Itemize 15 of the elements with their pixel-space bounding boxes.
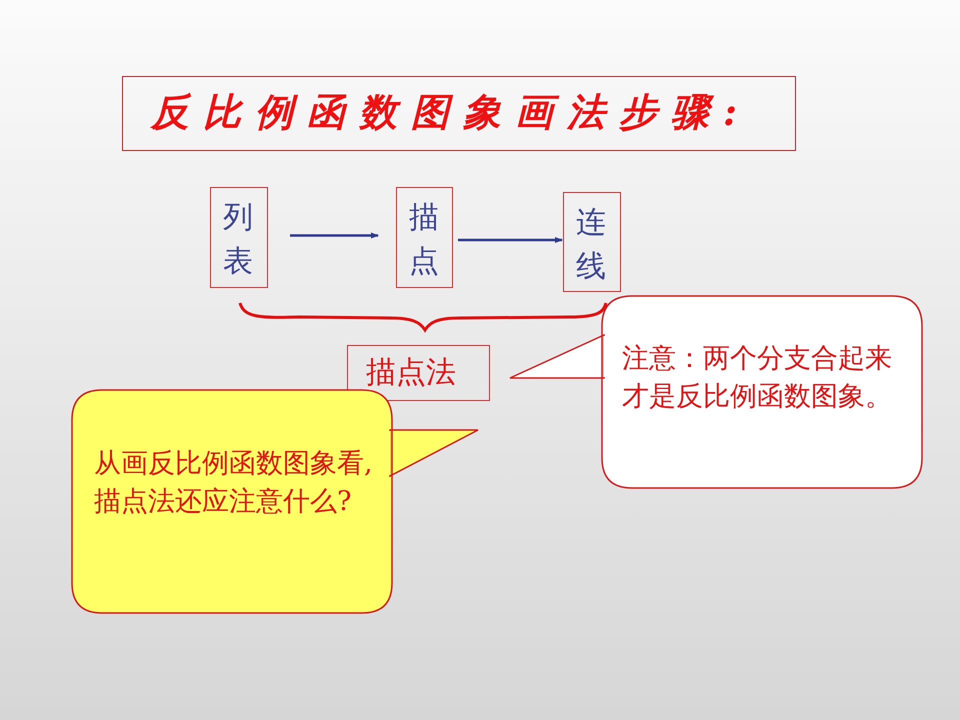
title-text: 反比例函数图象画法步骤:: [151, 89, 752, 135]
callout-text: 注意：两个分支合起来才是反比例函数图象。: [622, 342, 893, 414]
arrow: [458, 237, 563, 243]
title-box: [122, 76, 796, 151]
step-text: 列表: [223, 199, 253, 280]
step-box: [396, 187, 453, 288]
speech-bubble: [72, 390, 478, 613]
step-box: [210, 187, 268, 288]
callout-text: 从画反比例函数图象看, 描点法还应注意什么?: [94, 447, 374, 519]
method-text: 描点法: [366, 355, 456, 391]
speech-bubble: [510, 296, 922, 488]
step-box: [563, 192, 621, 292]
step-text: 描点: [409, 199, 439, 280]
arrow: [290, 232, 379, 238]
step-text: 连线: [576, 204, 606, 286]
